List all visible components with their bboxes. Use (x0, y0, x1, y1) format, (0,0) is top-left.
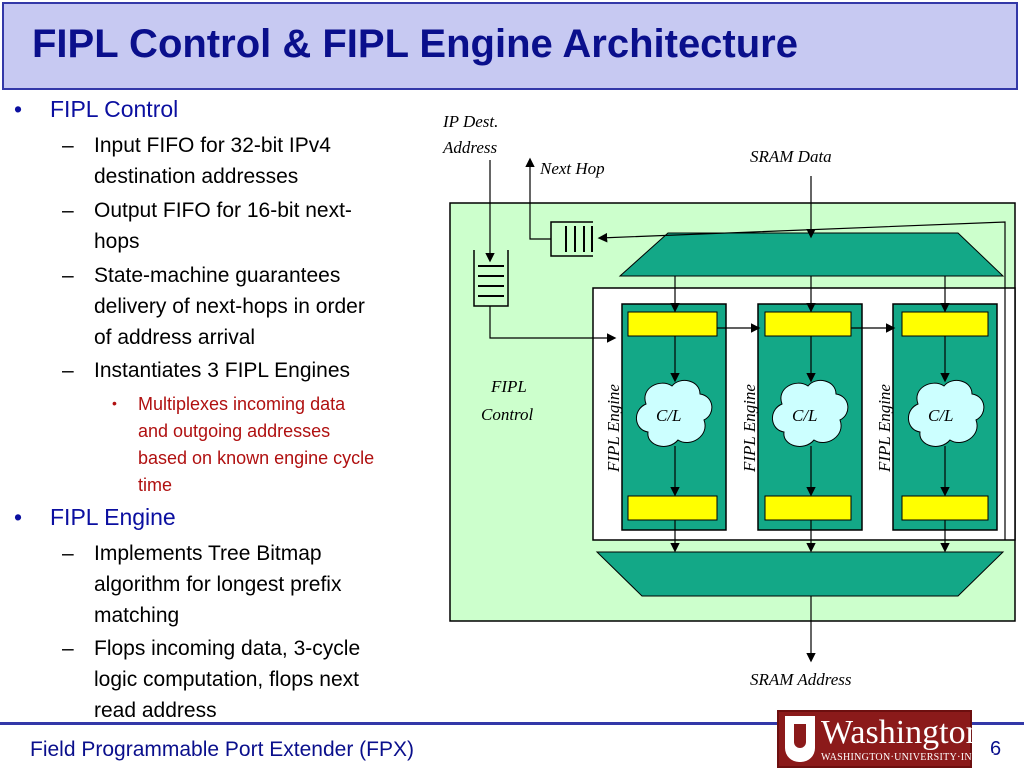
input-fifo (473, 250, 509, 307)
bullet-label: FIPL Control (50, 96, 179, 122)
fipl-engine-1 (621, 276, 727, 553)
bullet-dot: • (14, 96, 23, 122)
slide-title: FIPL Control & FIPL Engine Architecture (32, 22, 798, 66)
cl-1-label: C/L (656, 406, 682, 425)
footer-divider (0, 722, 1024, 725)
footer-title: Field Programmable Port Extender (FPX) (30, 738, 414, 761)
bullet-dot: • (14, 504, 23, 530)
sram-address-label: SRAM Address (750, 670, 852, 689)
ip-dest-label-2: Address (442, 138, 498, 157)
bullet-label: FIPL Engine (50, 504, 176, 530)
washington-logo: Washington WASHINGTON·UNIVERSITY·IN·ST·L… (777, 710, 1022, 768)
fipl-control-label-2: Control (481, 405, 534, 424)
fipl-engine-2 (757, 276, 863, 553)
architecture-diagram: IP Dest. Address Next Hop SRAM Data FIPL… (442, 112, 1016, 689)
logo-name: Washington (821, 714, 983, 751)
ip-dest-label: IP Dest. (442, 112, 498, 131)
fipl-engine-3 (892, 276, 998, 553)
input-mux (618, 232, 1005, 277)
sram-data-label: SRAM Data (750, 147, 832, 166)
cl-3-label: C/L (928, 406, 954, 425)
fipl-control-label: FIPL (490, 377, 527, 396)
engine-1-label: FIPL Engine (604, 384, 623, 473)
output-mux (595, 551, 1005, 597)
logo-subtitle: WASHINGTON·UNIVERSITY·IN·ST·LOUIS (821, 752, 1023, 763)
cl-2-label: C/L (792, 406, 818, 425)
engine-2-label: FIPL Engine (740, 384, 759, 473)
next-hop-label: Next Hop (539, 159, 605, 178)
shield-icon (785, 716, 815, 762)
title-bar: FIPL Control & FIPL Engine Architecture (2, 2, 1018, 90)
engine-3-label: FIPL Engine (875, 384, 894, 473)
page-number: 6 (990, 738, 1002, 760)
output-fifo (550, 221, 593, 257)
